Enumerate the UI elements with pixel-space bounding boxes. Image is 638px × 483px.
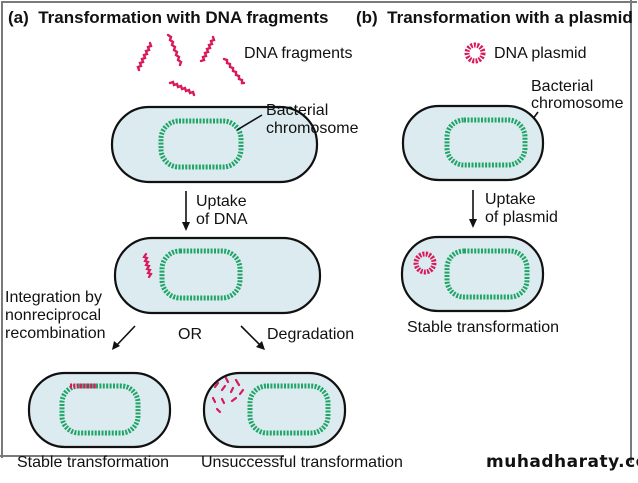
uptake-arrow-b [469, 190, 477, 228]
stable-transformation-label-a: Stable transformation [17, 454, 169, 471]
bacterial-chromosome [59, 383, 141, 436]
uptake-label-b-line1: Uptake [485, 191, 536, 208]
bacterial-cell-stable-a [27, 371, 172, 449]
bacterial-chromosome [159, 248, 243, 301]
integration-label-line3: recombination [5, 325, 106, 342]
bacterial-chromosome [444, 248, 530, 300]
chromosome-pointer-line [236, 114, 263, 131]
chromosome-label-a-line1: Bacterial [266, 102, 328, 119]
panel-a-title: (a) Transformation with DNA fragments [8, 8, 329, 27]
uptake-label-a-line1: Uptake [196, 193, 247, 210]
stable-transformation-label-b: Stable transformation [407, 319, 559, 336]
dna-fragment [136, 41, 153, 72]
integration-label-line2: nonreciprocal [5, 307, 101, 324]
chromosome-label-b-line1: Bacterial [531, 78, 593, 95]
watermark: muhadharaty.com [486, 452, 638, 472]
dna-fragment [168, 80, 196, 97]
bacterial-chromosome [158, 118, 244, 170]
uptake-arrow-a [182, 191, 190, 231]
dna-fragments-label: DNA fragments [244, 45, 352, 62]
bacterial-cell-a1 [110, 105, 319, 184]
panel-b-title: (b) Transformation with a plasmid [356, 8, 633, 27]
slide-frame [1, 1, 637, 458]
slide-frame-right [630, 0, 632, 463]
dna-fragment [222, 57, 246, 85]
degradation-arrow [240, 325, 265, 350]
bacterial-cell-unsuccessful [202, 371, 347, 449]
dna-plasmid-icon [464, 42, 486, 64]
or-label: OR [178, 326, 202, 343]
dna-fragment [166, 33, 183, 67]
bacterial-cell-stable-b [400, 235, 545, 313]
slide-frame-bottom [0, 455, 284, 457]
dna-plasmid-label: DNA plasmid [494, 45, 586, 62]
bacterial-chromosome [247, 383, 331, 436]
bacterial-cell-b1 [401, 104, 545, 182]
bacterial-chromosome [444, 117, 528, 168]
chromosome-label-b-line2: chromosome [531, 95, 624, 112]
dna-plasmid [413, 251, 437, 275]
degradation-label: Degradation [267, 326, 354, 343]
integration-arrow [112, 325, 136, 350]
uptake-label-b-line2: of plasmid [485, 209, 558, 226]
dna-fragments [136, 33, 246, 97]
degraded-dna-pieces [211, 376, 245, 414]
unsuccessful-transformation-label: Unsuccessful transformation [201, 454, 403, 471]
chromosome-label-a-line2: chromosome [266, 120, 359, 137]
uptake-label-a-line2: of DNA [196, 211, 248, 228]
bacterial-cell-a2 [113, 236, 322, 315]
dna-fragment-inside [142, 252, 153, 279]
dna-fragment [199, 35, 216, 63]
integration-label-line1: Integration by [5, 289, 102, 306]
